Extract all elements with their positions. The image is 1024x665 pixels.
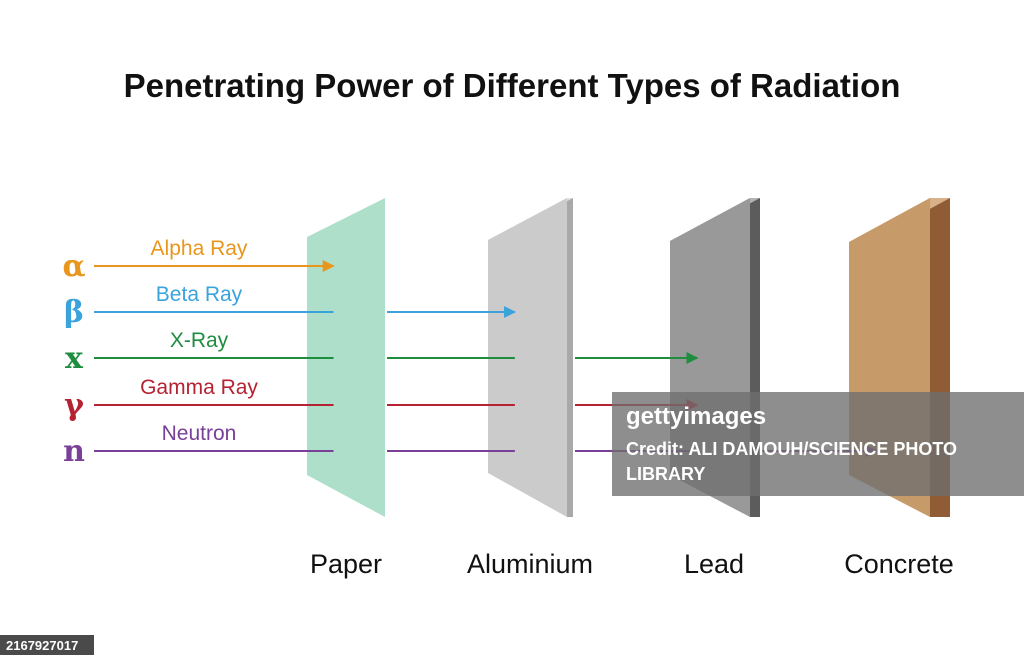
barrier-label-lead: Lead — [684, 549, 744, 579]
ray-symbol-x-ray: x — [65, 341, 84, 376]
ray-label-neutron: Neutron — [162, 422, 237, 445]
barrier-front-face — [488, 198, 567, 517]
barrier-label-concrete: Concrete — [844, 549, 954, 579]
barrier-label-paper: Paper — [310, 549, 382, 579]
ray-symbol-neutron: n — [63, 434, 85, 469]
ray-gamma-ray: γ Gamma Ray — [64, 376, 699, 423]
barrier-paper: Paper — [307, 198, 385, 579]
ray-x-ray: x X-Ray — [65, 329, 699, 376]
ray-label-beta-ray: Beta Ray — [156, 283, 243, 306]
image-id-tag: 2167927017 — [0, 635, 94, 655]
barrier-front-face — [307, 198, 385, 517]
image-id-background — [0, 635, 94, 655]
watermark-credit-line1: Credit: ALI DAMOUH/SCIENCE PHOTO — [626, 439, 957, 459]
ray-alpha-ray: α Alpha Ray — [62, 237, 335, 284]
ray-label-gamma-ray: Gamma Ray — [140, 376, 258, 399]
barrier-concrete: Concrete — [844, 198, 954, 579]
ray-symbol-alpha-ray: α — [62, 249, 85, 284]
watermark-background — [612, 392, 1024, 496]
ray-symbol-beta-ray: β — [64, 295, 84, 330]
diagram-title: Penetrating Power of Different Types of … — [124, 67, 901, 104]
ray-symbol-gamma-ray: γ — [64, 388, 84, 423]
barrier-lead: Lead — [670, 198, 760, 579]
barrier-side-face — [567, 198, 573, 517]
barrier-aluminium: Aluminium — [467, 198, 593, 579]
barrier-label-aluminium: Aluminium — [467, 549, 593, 579]
ray-beta-ray: β Beta Ray — [64, 283, 517, 330]
ray-label-x-ray: X-Ray — [170, 329, 229, 352]
image-id: 2167927017 — [6, 638, 78, 653]
barriers: Paper Aluminium Lead Concrete — [307, 198, 954, 579]
watermark-credit-line2: LIBRARY — [626, 464, 705, 484]
ray-label-alpha-ray: Alpha Ray — [151, 237, 248, 260]
watermark-brand: gettyimages — [626, 403, 766, 430]
